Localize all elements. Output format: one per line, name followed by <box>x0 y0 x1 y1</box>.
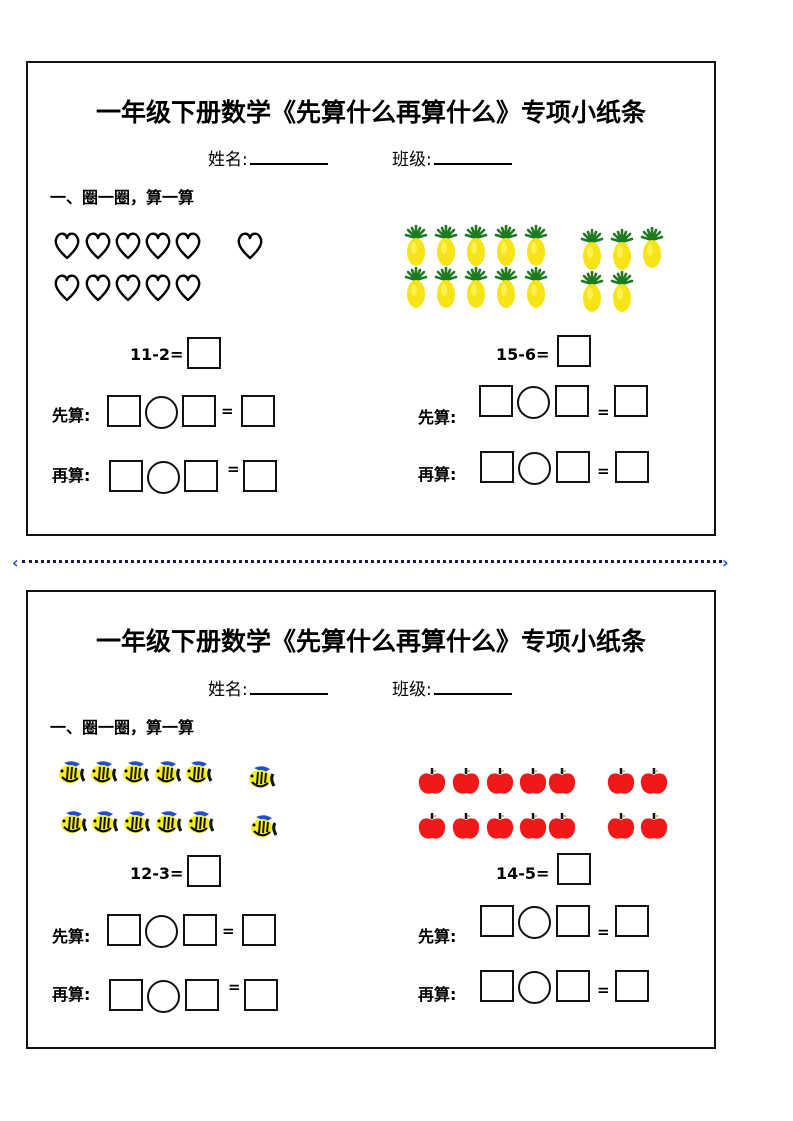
second-operand-box[interactable] <box>183 914 217 946</box>
class-field-group: 班级: <box>392 145 512 170</box>
apple-icon <box>417 766 669 840</box>
result-box[interactable] <box>615 905 649 937</box>
name-field-group: 姓名: <box>208 675 328 700</box>
slip-title: 一年级下册数学《先算什么再算什么》专项小纸条 <box>95 627 646 656</box>
second-operand-box[interactable] <box>184 460 218 492</box>
section-title: 一、圈一圈，算一算 <box>50 188 195 207</box>
second-operand-box[interactable] <box>556 970 590 1002</box>
cut-line <box>22 560 722 563</box>
result-box[interactable] <box>243 460 277 492</box>
equals-sign: = <box>227 460 240 478</box>
second-step-label: 再算: <box>52 466 91 485</box>
equation-text: 11-2= <box>130 345 184 364</box>
equals-sign: = <box>221 402 234 420</box>
operator-circle[interactable] <box>147 461 180 494</box>
cut-line-right-arrow-icon: › <box>722 553 729 572</box>
first-operand-box[interactable] <box>107 914 141 946</box>
first-operand-box[interactable] <box>480 970 514 1002</box>
operator-circle[interactable] <box>518 971 551 1004</box>
operator-circle[interactable] <box>145 396 178 429</box>
result-box[interactable] <box>615 451 649 483</box>
answer-box[interactable] <box>187 337 221 369</box>
equation-text: 15-6= <box>496 345 550 364</box>
class-label: 班级: <box>392 680 432 700</box>
second-operand-box[interactable] <box>556 905 590 937</box>
first-operand-box[interactable] <box>107 395 141 427</box>
first-step-label: 先算: <box>418 927 457 946</box>
second-step-label: 再算: <box>418 465 457 484</box>
operator-circle[interactable] <box>147 980 180 1013</box>
second-operand-box[interactable] <box>556 451 590 483</box>
result-box[interactable] <box>244 979 278 1011</box>
first-step-label: 先算: <box>52 406 91 425</box>
equals-sign: = <box>228 978 241 996</box>
first-operand-box[interactable] <box>109 979 143 1011</box>
result-box[interactable] <box>614 385 648 417</box>
class-blank[interactable] <box>433 147 512 165</box>
cut-line-left-arrow-icon: ‹ <box>12 553 19 572</box>
class-field-group: 班级: <box>392 675 512 700</box>
slip-title: 一年级下册数学《先算什么再算什么》专项小纸条 <box>95 98 646 127</box>
equals-sign: = <box>597 403 610 421</box>
equals-sign: = <box>597 462 610 480</box>
worksheet-slip-2: 一年级下册数学《先算什么再算什么》专项小纸条 姓名: 班级: 一、圈一圈，算一算 <box>26 590 716 1049</box>
first-operand-box[interactable] <box>479 385 513 417</box>
equals-sign: = <box>597 981 610 999</box>
result-box[interactable] <box>241 395 275 427</box>
name-label: 姓名: <box>208 150 248 170</box>
first-step-label: 先算: <box>52 927 91 946</box>
second-operand-box[interactable] <box>555 385 589 417</box>
equals-sign: = <box>597 923 610 941</box>
operator-circle[interactable] <box>518 452 551 485</box>
answer-box[interactable] <box>557 853 591 885</box>
apples-picture[interactable] <box>416 760 706 845</box>
name-blank[interactable] <box>249 677 328 695</box>
answer-box[interactable] <box>557 335 591 367</box>
name-blank[interactable] <box>249 147 328 165</box>
second-step-label: 再算: <box>418 985 457 1004</box>
second-operand-box[interactable] <box>185 979 219 1011</box>
first-operand-box[interactable] <box>109 460 143 492</box>
first-operand-box[interactable] <box>480 451 514 483</box>
equals-sign: = <box>222 922 235 940</box>
result-box[interactable] <box>615 970 649 1002</box>
heart-outline-icon <box>54 232 263 302</box>
class-blank[interactable] <box>433 677 512 695</box>
result-box[interactable] <box>242 914 276 946</box>
second-operand-box[interactable] <box>182 395 216 427</box>
hearts-picture[interactable] <box>52 230 302 310</box>
fish-picture[interactable] <box>54 755 304 845</box>
equation-text: 12-3= <box>130 864 184 883</box>
fish-icon <box>57 759 278 839</box>
name-label: 姓名: <box>208 680 248 700</box>
pineapples-picture[interactable] <box>400 223 700 314</box>
answer-box[interactable] <box>187 855 221 887</box>
name-field-group: 姓名: <box>208 145 328 170</box>
worksheet-slip-1: 一年级下册数学《先算什么再算什么》专项小纸条 姓名: 班级: 一、圈一圈，算一算 <box>26 61 716 536</box>
operator-circle[interactable] <box>145 915 178 948</box>
operator-circle[interactable] <box>518 906 551 939</box>
pineapple-icon <box>404 224 664 314</box>
operator-circle[interactable] <box>517 386 550 419</box>
first-step-label: 先算: <box>418 408 457 427</box>
section-title: 一、圈一圈，算一算 <box>50 718 195 737</box>
first-operand-box[interactable] <box>480 905 514 937</box>
second-step-label: 再算: <box>52 985 91 1004</box>
equation-text: 14-5= <box>496 864 550 883</box>
class-label: 班级: <box>392 150 432 170</box>
